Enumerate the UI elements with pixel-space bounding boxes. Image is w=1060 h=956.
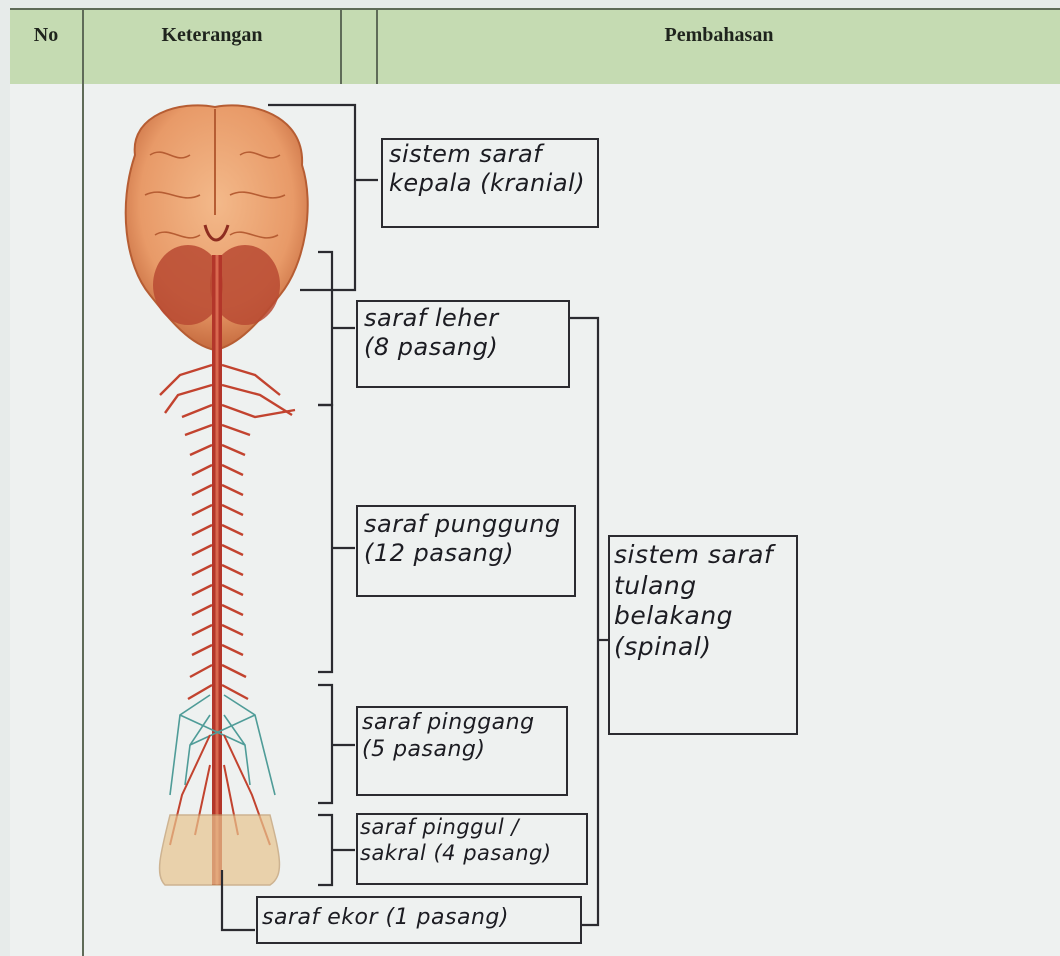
label-pinggul: saraf pinggul / sakral (4 pasang) (360, 815, 552, 866)
label-pinggang: saraf pinggang (5 pasang) (362, 710, 535, 764)
label-leher: saraf leher (8 pasang) (364, 304, 499, 363)
label-punggung: saraf punggung (12 pasang) (364, 510, 561, 569)
label-kranial: sistem saraf kepala (kranial) (389, 140, 585, 199)
label-spinal: sistem saraf tulang belakang (spinal) (614, 540, 773, 662)
label-ekor: saraf ekor (1 pasang) (262, 905, 509, 932)
